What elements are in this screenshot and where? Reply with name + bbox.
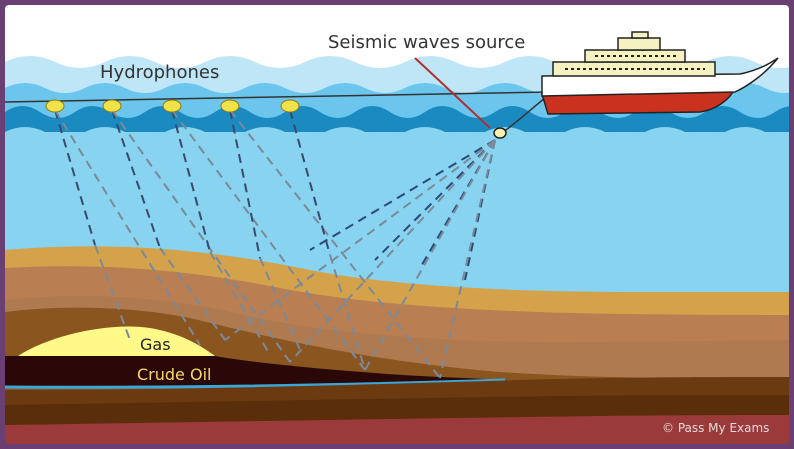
source-label-pointer [414, 57, 491, 129]
streamer-cable [5, 91, 551, 103]
ship-bridge [617, 37, 661, 51]
gas-pocket [18, 326, 215, 356]
ship-hull-white [541, 57, 779, 97]
ship-mast [631, 31, 649, 39]
hydrophone [102, 99, 122, 113]
seismic-source-device [493, 127, 507, 139]
source-cable [502, 97, 546, 133]
label-crude-oil: Crude Oil [137, 365, 211, 384]
survey-ship [541, 31, 779, 115]
copyright-notice: © Pass My Exams [662, 421, 769, 435]
hydrophones-array [45, 99, 300, 113]
hydrophone [45, 99, 65, 113]
hydrophone [220, 99, 240, 113]
hydrophone [162, 99, 182, 113]
wave-front [5, 106, 789, 132]
label-gas: Gas [140, 335, 171, 354]
wave-under [5, 127, 789, 145]
label-hydrophones: Hydrophones [100, 62, 219, 83]
hydrophone [280, 99, 300, 113]
crude-oil-layer [5, 356, 505, 386]
label-seismic-source: Seismic waves source [328, 32, 525, 53]
water-seam [5, 378, 506, 389]
seismic-rays [54, 109, 496, 379]
rock-layer-7 [5, 415, 789, 444]
